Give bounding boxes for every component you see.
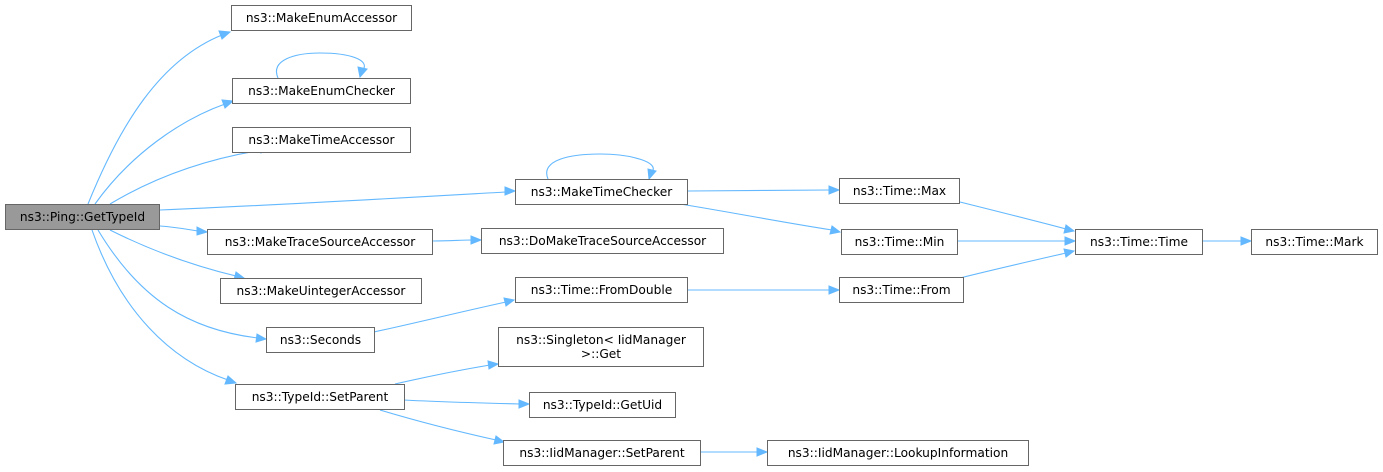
arrow-singletonget	[487, 360, 500, 370]
edge-maketimechecker-self	[546, 153, 654, 180]
arrow-seconds	[255, 333, 268, 343]
edge-root-maketracesourceaccessor	[159, 225, 199, 232]
node-typeid-get-uid[interactable]: ns3::TypeId::GetUid	[529, 392, 676, 418]
arrow-timemax	[828, 185, 841, 195]
arrow-makeenumchecker	[221, 99, 235, 109]
node-make-enum-checker[interactable]: ns3::MakeEnumChecker	[232, 78, 411, 104]
node-make-enum-accessor[interactable]: ns3::MakeEnumAccessor	[231, 5, 412, 31]
arrow-getuid	[518, 399, 531, 409]
edge-seconds-timefromdouble	[373, 301, 507, 333]
node-root[interactable]: ns3::Ping::GetTypeId	[5, 204, 160, 230]
node-iidmanager-set-parent[interactable]: ns3::IidManager::SetParent	[503, 440, 701, 466]
edge-maketimechecker-timemin	[679, 203, 833, 231]
edge-timefrom-timetime	[959, 252, 1067, 279]
node-time-min[interactable]: ns3::Time::Min	[841, 229, 958, 255]
arrow-maketracesourceaccessor	[196, 226, 209, 236]
edge-root-makeenumaccessor	[87, 34, 223, 205]
edge-root-makeuintegeraccessor	[109, 229, 237, 277]
edge-maketracesource-domaketracesource	[432, 239, 473, 242]
arrow-maketimechecker	[504, 186, 517, 196]
node-time-mark[interactable]: ns3::Time::Mark	[1251, 229, 1378, 255]
arrow-timemark	[1240, 236, 1253, 246]
arrow-lookupinformation	[756, 447, 769, 457]
edge-typeidsetparent-singletonget	[394, 364, 491, 385]
edge-timemax-timetime	[959, 201, 1067, 230]
arrow-maketimechecker-self	[647, 168, 657, 181]
edge-root-typeidsetparent	[91, 229, 229, 381]
arrow-timetime-from-max	[1063, 224, 1076, 234]
arrow-timefrom	[828, 285, 841, 295]
arrow-typeidsetparent	[224, 375, 238, 385]
arrow-makeenumaccessor	[218, 30, 232, 40]
node-time-time[interactable]: ns3::Time::Time	[1075, 229, 1203, 255]
edge-root-maketimeaccessor	[109, 149, 263, 205]
edge-typeidsetparent-iidmanagersetparent	[379, 409, 497, 441]
edge-root-makeenumchecker	[94, 103, 226, 205]
node-singleton-get[interactable]: ns3::Singleton< IidManager >::Get	[498, 327, 704, 367]
node-time-from[interactable]: ns3::Time::From	[839, 277, 964, 303]
node-do-make-trace-source-accessor[interactable]: ns3::DoMakeTraceSourceAccessor	[481, 228, 724, 254]
node-make-time-accessor[interactable]: ns3::MakeTimeAccessor	[232, 127, 411, 153]
edge-root-seconds	[97, 229, 259, 339]
node-make-time-checker[interactable]: ns3::MakeTimeChecker	[515, 179, 688, 205]
edge-root-maketimechecker	[159, 191, 507, 211]
arrow-domaketracesourceaccessor	[470, 235, 483, 245]
node-make-trace-source-accessor[interactable]: ns3::MakeTraceSourceAccessor	[207, 229, 433, 255]
node-typeid-set-parent[interactable]: ns3::TypeId::SetParent	[235, 384, 405, 410]
arrow-makeenumchecker-self	[357, 66, 368, 79]
arrow-timetime-from-from	[1063, 248, 1076, 258]
node-make-uinteger-accessor[interactable]: ns3::MakeUintegerAccessor	[220, 278, 422, 304]
edge-maketimechecker-timemax	[687, 189, 831, 192]
arrow-timetime-from-min	[1064, 236, 1077, 246]
node-seconds[interactable]: ns3::Seconds	[266, 327, 375, 353]
arrow-timemin	[829, 225, 842, 235]
edge-makeenumchecker-self	[275, 52, 365, 79]
arrow-iidmanagersetparent	[493, 435, 506, 445]
node-time-max[interactable]: ns3::Time::Max	[839, 178, 960, 204]
arrow-timefromdouble	[503, 297, 516, 307]
node-time-from-double[interactable]: ns3::Time::FromDouble	[515, 277, 688, 303]
edge-typeidsetparent-getuid	[403, 399, 521, 405]
node-iidmanager-lookup-information[interactable]: ns3::IidManager::LookupInformation	[767, 440, 1029, 466]
